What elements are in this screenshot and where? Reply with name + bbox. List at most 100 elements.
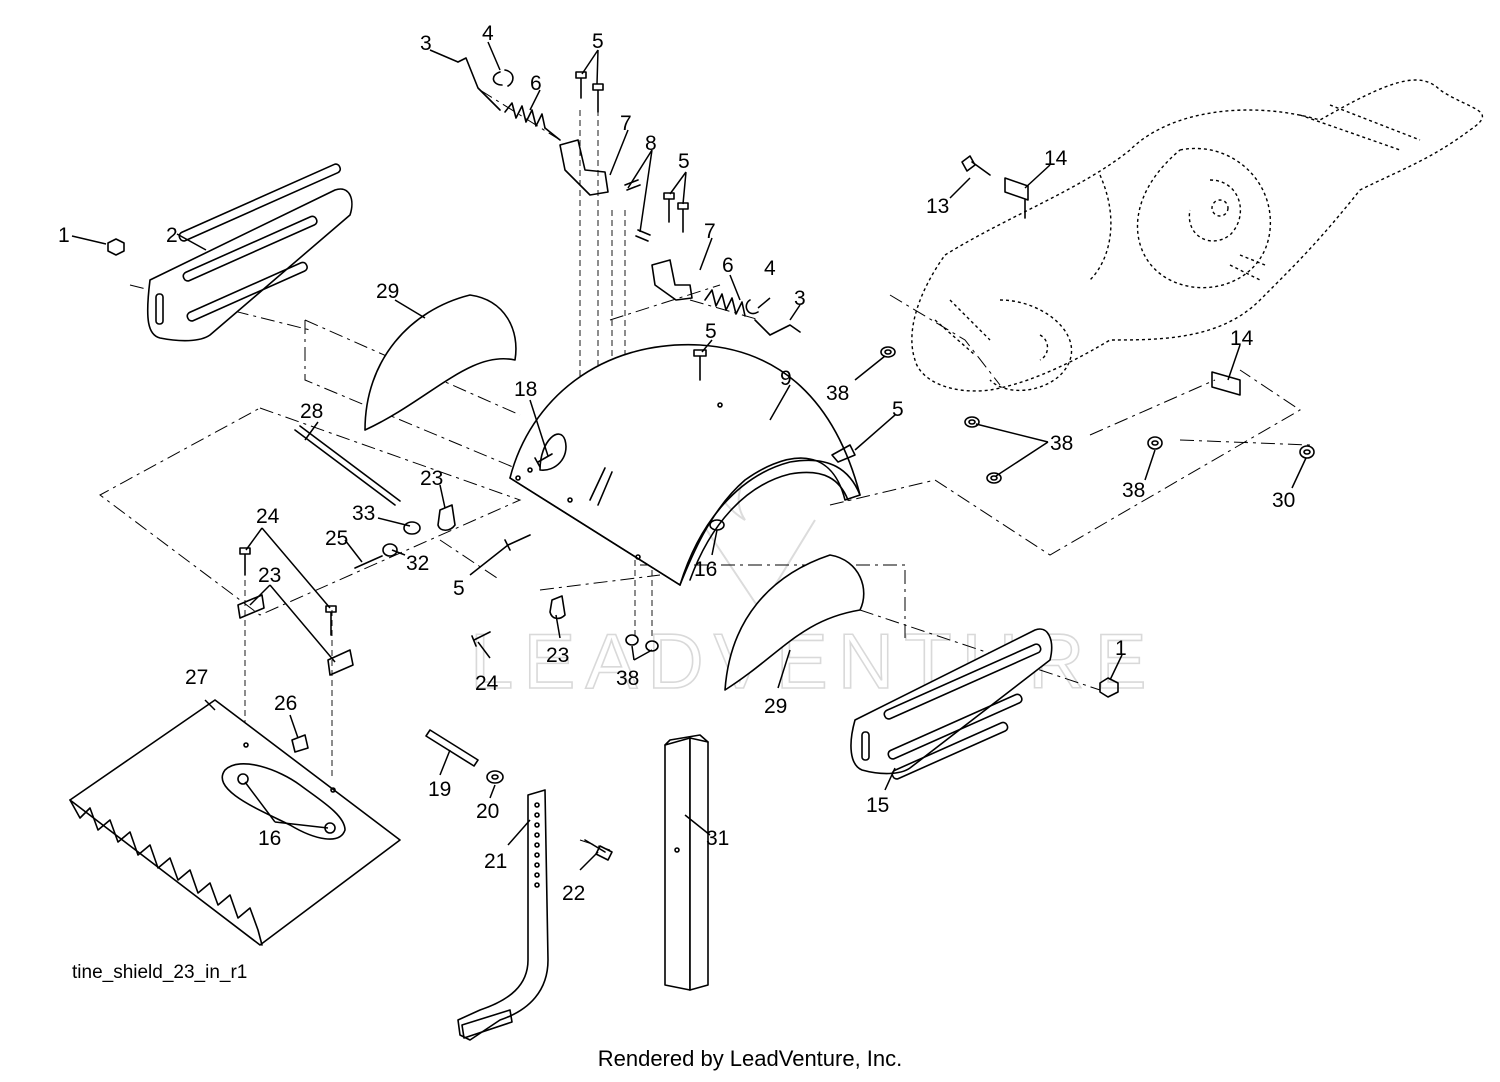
nut-38-c — [986, 472, 1002, 484]
callout-32: 32 — [406, 552, 429, 575]
callout-27: 27 — [185, 666, 208, 689]
depth-stake-holes — [534, 802, 540, 888]
leader-lines — [71, 41, 1307, 871]
pivot-pins — [589, 467, 613, 506]
callout-5-top: 5 — [592, 30, 604, 53]
bolt-hood-right — [831, 444, 856, 463]
bolt-hood-left — [504, 534, 531, 551]
callout-25: 25 — [325, 527, 348, 550]
carriage-bolts-middle — [663, 192, 689, 233]
nut-38-a — [880, 346, 896, 358]
callout-23-b: 23 — [258, 564, 281, 587]
callout-24-b: 24 — [475, 672, 499, 695]
watermark-text: LEADVENTURE — [470, 617, 1156, 705]
figure-identifier: tine_shield_23_in_r1 — [72, 962, 248, 983]
callout-20: 20 — [476, 800, 499, 823]
depth-stake-pin — [425, 729, 479, 767]
spring-upper — [504, 102, 561, 141]
callout-21: 21 — [484, 850, 507, 873]
nut-38-d — [1147, 436, 1163, 450]
callout-29-right: 29 — [764, 695, 787, 718]
left-side-shield — [146, 163, 353, 342]
washer-33 — [403, 521, 421, 535]
callout-16-hood: 16 — [694, 558, 717, 581]
bolt-22 — [584, 839, 613, 861]
callout-3-upper: 3 — [420, 32, 432, 55]
tiller-transmission-housing — [911, 79, 1484, 392]
main-tine-shield-hood — [509, 343, 861, 586]
side-flap-right — [724, 554, 865, 691]
callout-38-c: 38 — [1122, 479, 1145, 502]
callout-29-left: 29 — [376, 280, 399, 303]
assembly-guide-lines — [99, 89, 1311, 851]
clip-lower — [745, 299, 759, 315]
callout-23-c: 23 — [546, 644, 569, 667]
pin-25 — [354, 555, 383, 569]
callout-6-lower: 6 — [722, 254, 734, 277]
bolt-13 — [961, 155, 991, 176]
callout-23-a: 23 — [420, 467, 443, 490]
side-flap-left — [364, 294, 517, 431]
callout-7-lower: 7 — [704, 220, 716, 243]
callout-38-d: 38 — [616, 667, 639, 690]
bolt-24-b — [325, 605, 337, 636]
latch-bracket-lower — [651, 259, 693, 301]
bolt-24-c — [471, 631, 491, 647]
bracket-14-lower — [1211, 371, 1241, 396]
clamp-23-a — [437, 504, 456, 532]
support-rod — [294, 425, 401, 506]
clamp-23-b — [237, 594, 265, 619]
clamp-23-d — [549, 595, 566, 620]
callout-26: 26 — [274, 692, 297, 715]
latch-bracket-upper — [559, 139, 609, 196]
bracket-14-upper — [1004, 177, 1029, 219]
small-spring-lower — [635, 229, 651, 242]
washer-20 — [486, 770, 504, 784]
callout-38-a: 38 — [826, 382, 849, 405]
callout-5-hood-left: 5 — [453, 577, 465, 600]
callout-13: 13 — [926, 195, 949, 218]
callout-8: 8 — [645, 132, 657, 155]
callout-1-left: 1 — [58, 224, 70, 247]
nut-1-right — [1099, 677, 1119, 698]
nut-32 — [382, 543, 398, 557]
spring-pin-upper — [457, 57, 501, 111]
callout-5-hood-right: 5 — [892, 398, 904, 421]
nut-1-left — [107, 238, 125, 256]
callout-9: 9 — [780, 367, 792, 390]
callout-14-upper: 14 — [1044, 147, 1068, 170]
callout-19: 19 — [428, 778, 451, 801]
clamp-23-c — [327, 649, 354, 676]
rear-deflector-shield — [69, 699, 401, 946]
callout-16-deflector: 16 — [258, 827, 281, 850]
spring-pin-lower — [754, 319, 801, 336]
callout-6-upper: 6 — [530, 72, 542, 95]
right-side-shield — [850, 628, 1053, 780]
callout-33: 33 — [352, 502, 375, 525]
callout-24-a: 24 — [256, 505, 280, 528]
bolt-24-a — [239, 547, 251, 576]
callout-30: 30 — [1272, 489, 1295, 512]
depth-stake — [457, 789, 549, 1041]
spring-lower — [704, 289, 746, 317]
callout-15: 15 — [866, 794, 889, 817]
callout-18: 18 — [514, 378, 537, 401]
nut-38-e — [625, 634, 659, 652]
callout-4-lower: 4 — [764, 257, 776, 280]
callout-1-right: 1 — [1115, 637, 1127, 660]
bolt-18 — [534, 453, 553, 468]
channel-bracket — [664, 734, 709, 991]
callout-2: 2 — [166, 224, 178, 247]
nut-30 — [1299, 445, 1315, 459]
callout-5-middle: 5 — [678, 150, 690, 173]
callout-31: 31 — [706, 827, 729, 850]
callout-labels: 1 1 2 3 3 4 4 5 5 5 5 5 6 6 7 7 8 9 13 1… — [58, 22, 1295, 905]
bolt-hood-top — [693, 349, 707, 381]
callout-5-hood-top: 5 — [705, 320, 717, 343]
callout-3-lower: 3 — [794, 287, 806, 310]
callout-7-upper: 7 — [620, 112, 632, 135]
callout-4-upper: 4 — [482, 22, 494, 45]
render-credit: Rendered by LeadVenture, Inc. — [597, 1046, 903, 1071]
